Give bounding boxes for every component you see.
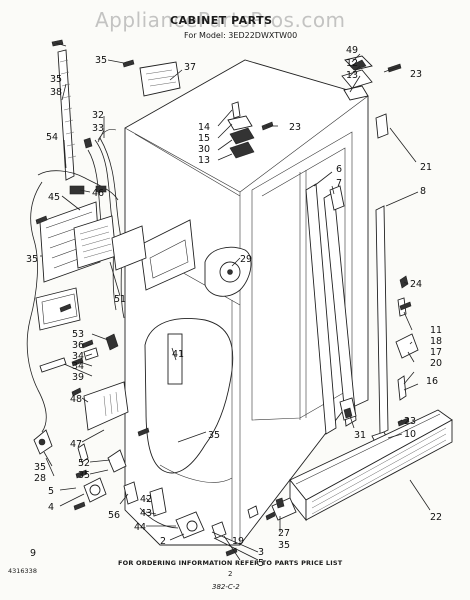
callout-35: 35: [50, 74, 62, 85]
page-number: 2: [228, 570, 233, 578]
callout-35: 35: [278, 540, 290, 551]
watermark: AppliancePartsPros.com: [95, 8, 346, 32]
callout-31: 31: [354, 430, 366, 441]
callout-21: 21: [420, 162, 432, 173]
callout-9: 9: [30, 548, 36, 559]
callout-35: 35: [26, 254, 38, 265]
callout-39: 39: [72, 372, 84, 383]
callout-14: 14: [198, 122, 210, 133]
callout-35: 35: [208, 430, 220, 441]
callout-45: 45: [48, 192, 60, 203]
callout-51: 51: [114, 294, 126, 305]
callout-12: 12: [346, 58, 358, 69]
callout-30: 30: [198, 144, 210, 155]
callout-22: 22: [430, 512, 442, 523]
callout-8: 8: [420, 186, 426, 197]
callout-28: 28: [34, 473, 46, 484]
callout-54: 54: [46, 132, 58, 143]
callout-3: 3: [258, 547, 264, 558]
callout-24: 24: [410, 279, 422, 290]
callout-6: 6: [336, 164, 342, 175]
callout-16: 16: [426, 376, 438, 387]
callout-23: 23: [404, 416, 416, 427]
callout-4: 4: [48, 502, 54, 513]
callout-42: 42: [140, 494, 152, 505]
callout-35: 35: [95, 55, 107, 66]
callout-7: 7: [336, 178, 342, 189]
model-line: For Model: 3ED22DWXTW00: [184, 31, 298, 40]
left-hardware: [39, 333, 227, 539]
callout-23: 23: [289, 122, 301, 133]
leader-lines: [40, 42, 431, 561]
callout-36: 36: [72, 340, 84, 351]
callout-37: 37: [184, 62, 196, 73]
page-code: 382-C-2: [212, 583, 240, 591]
callout-52: 52: [78, 458, 90, 469]
callout-46: 46: [92, 188, 104, 199]
callout-5: 5: [258, 558, 264, 569]
callout-56: 56: [108, 510, 120, 521]
callout-47: 47: [70, 439, 82, 450]
callout-33: 33: [92, 123, 104, 134]
condenser-fan-assembly: [35, 201, 147, 331]
callout-44: 44: [134, 522, 146, 533]
callout-19: 19: [232, 536, 244, 547]
callout-11: 11: [430, 325, 442, 336]
top-hinge-parts: [139, 55, 389, 159]
callout-34: 34: [72, 351, 84, 362]
callout-15: 15: [198, 133, 210, 144]
callout-18: 18: [430, 336, 442, 347]
callout-43: 43: [140, 508, 152, 519]
callout-53: 53: [72, 329, 84, 340]
callout-48: 48: [70, 394, 82, 405]
base-grille: [247, 409, 453, 522]
callout-38: 38: [50, 87, 62, 98]
callout-17: 17: [430, 347, 442, 358]
callout-34: 34: [72, 361, 84, 372]
callout-13: 13: [346, 70, 358, 81]
callout-2: 2: [160, 536, 166, 547]
callout-10: 10: [404, 429, 416, 440]
callout-41: 41: [172, 349, 184, 360]
diagram-title: CABINET PARTS: [170, 14, 273, 27]
callout-35: 35: [78, 470, 90, 481]
callout-23: 23: [410, 69, 422, 80]
callout-29: 29: [240, 254, 252, 265]
document-number: 4316338: [8, 567, 37, 575]
callout-35: 35: [34, 462, 46, 473]
callout-32: 32: [92, 110, 104, 121]
callout-49: 49: [346, 45, 358, 56]
ordering-info: FOR ORDERING INFORMATION REFER TO PARTS …: [118, 559, 343, 567]
callout-27: 27: [278, 528, 290, 539]
callout-20: 20: [430, 358, 442, 369]
callout-13: 13: [198, 155, 210, 166]
callout-5: 5: [48, 486, 54, 497]
callout-labels: 35 37 35 38 49 12 13 23 32 33 14 15 30 1…: [26, 45, 442, 569]
wiring-harness: [26, 49, 125, 455]
